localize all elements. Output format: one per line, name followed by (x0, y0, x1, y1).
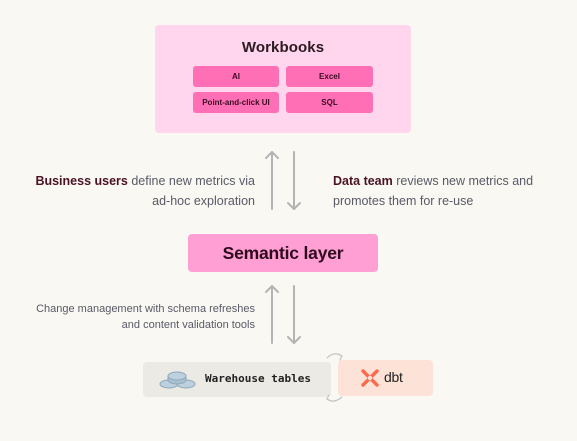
dbt-box[interactable]: dbt (338, 360, 433, 396)
data-team-text: reviews new metrics and promotes them fo… (333, 174, 534, 208)
business-users-label: Business users (35, 174, 128, 188)
data-team-label: Data team (333, 174, 393, 188)
workbook-option-sql[interactable]: SQL (286, 92, 373, 113)
arrow-up-head (265, 151, 279, 159)
workbook-option-ai[interactable]: AI (193, 66, 279, 87)
database-stack-icon (159, 371, 196, 389)
workbooks-title: Workbooks (241, 39, 325, 56)
semantic-layer-box[interactable]: Semantic layer (188, 234, 378, 272)
business-users-text: define new metrics via ad-hoc exploratio… (127, 174, 255, 208)
sync-icon (326, 353, 343, 402)
dbt-label: dbt (384, 369, 403, 385)
arrow-down-head (287, 202, 301, 210)
arrow-down-head-lower (287, 336, 301, 344)
business-users-note: Business users define new metrics via ad… (20, 171, 255, 211)
arrow-up-head-lower (265, 285, 279, 293)
data-team-note: Data team reviews new metrics and promot… (333, 171, 563, 211)
warehouse-tables-box[interactable]: Warehouse tables (143, 362, 331, 397)
workbook-option-point-and-click[interactable]: Point-and-click UI (193, 92, 279, 113)
dbt-logo-icon (361, 369, 379, 387)
workbooks-card: Workbooks AI Excel Point-and-click UI SQ… (155, 25, 411, 133)
workbook-option-excel[interactable]: Excel (286, 66, 373, 87)
warehouse-tables-label: Warehouse tables (205, 372, 311, 385)
change-management-note: Change management with schema refreshes … (36, 303, 255, 331)
